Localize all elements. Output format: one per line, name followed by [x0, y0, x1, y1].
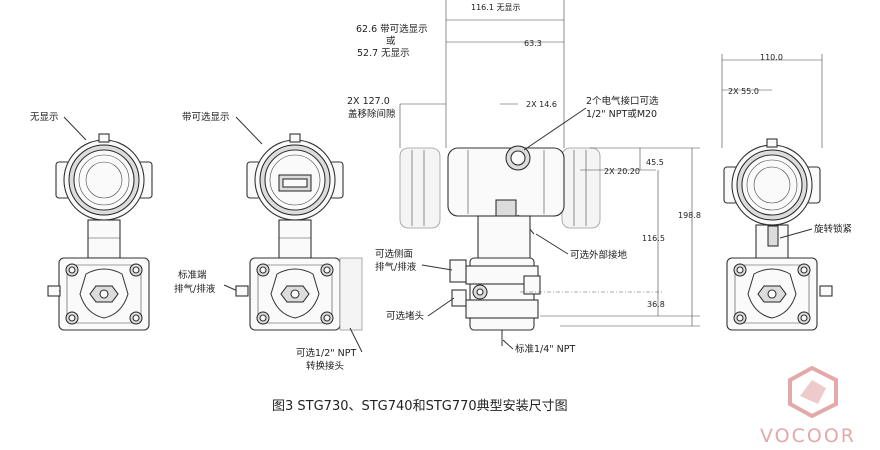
dim-110: 110.0 [760, 53, 783, 62]
label-std-vent-2: 排气/排液 [174, 283, 216, 295]
view-no-display: 无显示 标准端 排气/排液 [30, 112, 241, 331]
view-side: 可选外部接地 可选侧面 排气/排液 可选堵头 标准1/4" NPT 116.1 … [347, 0, 701, 355]
label-std-vent-1: 标准端 [178, 269, 207, 281]
label-no-display: 无显示 [30, 112, 59, 123]
label-opt-adapter-2: 转换接头 [306, 360, 344, 372]
label-conduit-1: 2个电气接口可选 [586, 95, 659, 107]
logo-text: VOCOOR [760, 425, 856, 447]
label-opt-adapter-1: 可选1/2" NPT [296, 347, 357, 359]
dim-63-3: 63.3 [524, 39, 542, 48]
label-opt-side-vent-2: 排气/排液 [375, 261, 417, 273]
dim-36-8: 36.8 [647, 300, 665, 309]
figure-caption: 图3 STG730、STG740和STG770典型安装尺寸图 [272, 399, 568, 414]
dim-20-20: 2X 20.20 [604, 167, 640, 176]
dim-198-8: 198.8 [678, 211, 701, 220]
view-rear: 旋转锁紧 110.0 2X 55.0 [721, 53, 852, 331]
label-rotation-lock: 旋转锁紧 [814, 223, 852, 235]
dim-55: 2X 55.0 [728, 87, 759, 96]
logo: VOCOOR [760, 365, 856, 447]
label-std-npt: 标准1/4" NPT [515, 343, 576, 355]
cover-clearance: 盖移除间隙 [348, 108, 396, 120]
dim-62-6: 62.6 带可选显示 [356, 23, 428, 35]
dim-or: 或 [386, 35, 396, 47]
dim-52-7: 52.7 无显示 [357, 48, 410, 59]
label-opt-plug: 可选堵头 [386, 310, 424, 322]
label-ext-ground: 可选外部接地 [570, 249, 628, 261]
view-optional-display: 带可选显示 可选1/2" NPT 转换接头 [182, 111, 363, 372]
label-conduit-2: 1/2" NPT或M20 [586, 108, 657, 120]
label-opt-side-vent-1: 可选侧面 [375, 248, 413, 260]
label-optional-display: 带可选显示 [182, 111, 230, 123]
dim-127: 2X 127.0 [347, 96, 390, 107]
logo-icon [788, 365, 838, 419]
dim-14-6: 2X 14.6 [526, 100, 557, 109]
dim-45-5: 45.5 [646, 158, 664, 167]
dim-116-5: 116.5 [642, 234, 665, 243]
dim-116-1: 116.1 无显示 [471, 3, 520, 12]
